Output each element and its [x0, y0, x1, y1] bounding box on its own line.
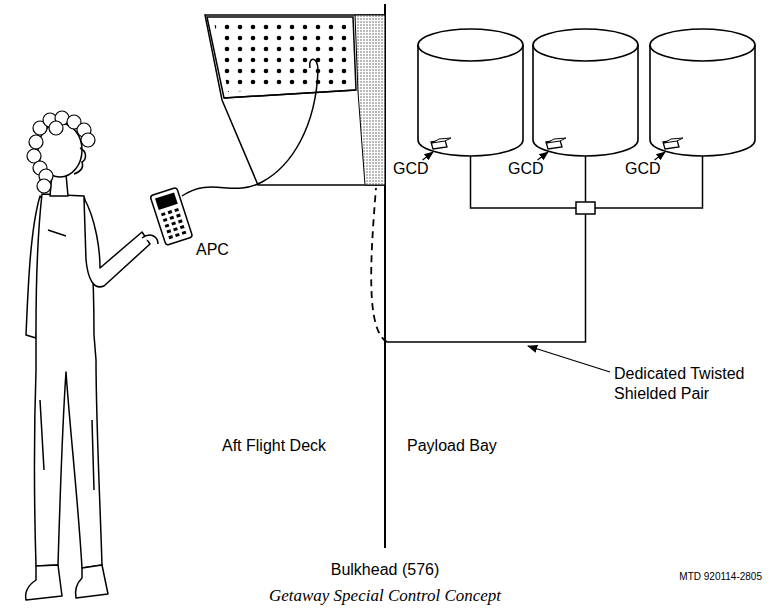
apc-cable	[182, 59, 318, 196]
figure-caption: Getaway Special Control Concept	[0, 586, 770, 606]
junction-box	[576, 202, 595, 214]
payload-canister: GCD	[393, 25, 528, 185]
hair-curl	[37, 179, 51, 193]
leader-arrow	[423, 152, 433, 160]
key	[174, 208, 179, 212]
gcd-label: GCD	[508, 159, 544, 178]
key	[178, 219, 183, 223]
wire-label: Dedicated Twisted Shielded Pair	[614, 364, 762, 404]
gcd-device-top	[547, 138, 566, 143]
key	[163, 218, 168, 222]
area-label: Aft Flight Deck	[222, 436, 326, 456]
control-panel	[205, 15, 385, 185]
key	[161, 212, 166, 216]
key	[165, 224, 170, 228]
key	[175, 233, 180, 237]
device-label: APC	[196, 240, 229, 260]
key	[168, 235, 173, 239]
key	[176, 214, 181, 218]
leader-arrow	[528, 346, 610, 372]
gcd-device-top	[432, 138, 451, 143]
canister-lid	[418, 29, 523, 61]
hand	[142, 235, 158, 244]
leader-arrow	[538, 152, 548, 160]
area-label: Payload Bay	[407, 436, 497, 456]
key	[169, 216, 174, 220]
hair-curl	[29, 135, 43, 149]
key	[171, 221, 176, 225]
payload-canister: GCD	[625, 25, 760, 185]
bulkhead-label: Bulkhead (576)	[300, 560, 470, 580]
hair-curl	[49, 121, 63, 135]
payload-canister: GCD	[508, 25, 643, 185]
apc-handheld	[150, 187, 193, 245]
key	[168, 210, 173, 214]
key	[173, 227, 178, 231]
key	[166, 229, 171, 233]
gcd-label: GCD	[393, 159, 429, 178]
canister-lid	[533, 29, 638, 61]
hair	[27, 111, 95, 193]
payload-wiring	[387, 156, 703, 342]
leader-arrow	[655, 152, 665, 160]
gcd-label: GCD	[625, 159, 661, 178]
crew-member	[26, 123, 150, 600]
hair-curl	[81, 133, 95, 147]
pass-through-wire	[371, 188, 387, 342]
drawing-number: MTD 920114-2805	[600, 570, 762, 583]
canister-lid	[650, 29, 755, 61]
key	[182, 231, 187, 235]
gcd-device-top	[664, 138, 683, 143]
key	[180, 225, 185, 229]
